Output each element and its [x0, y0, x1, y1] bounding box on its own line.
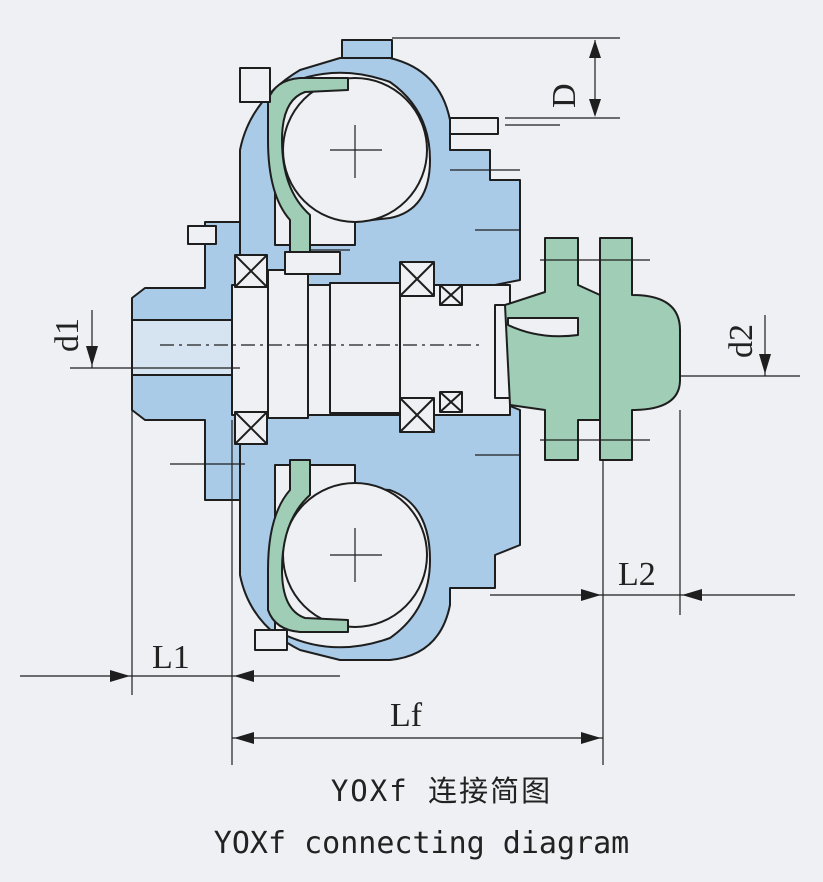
bearing-right-bottom	[399, 397, 435, 433]
fill-plug-top	[341, 39, 393, 59]
caption-chinese: YOXf 连接简图	[330, 774, 553, 808]
arrow-l1-right	[234, 670, 254, 682]
arrow-d-top	[589, 40, 601, 58]
coupling-left-half	[504, 237, 601, 461]
bolt-top	[239, 67, 271, 103]
shaft-collar	[267, 269, 309, 419]
label-d1: d1	[49, 318, 86, 352]
bolt-bottom	[254, 629, 288, 651]
label-d2: d2	[723, 324, 760, 358]
label-L1: L1	[152, 639, 190, 676]
bolt-center	[284, 251, 341, 275]
arrow-l1-left	[110, 670, 130, 682]
input-bore	[131, 319, 233, 376]
coupling-key	[507, 317, 579, 338]
bearing-left-bottom	[234, 411, 268, 445]
bearing-small-bottom	[439, 391, 463, 413]
label-D: D	[546, 83, 583, 108]
caption-english: YOXf connecting diagram	[213, 826, 630, 861]
bearing-right-top	[399, 261, 435, 297]
arrow-lf-left	[234, 732, 254, 744]
bearing-small-top	[439, 284, 463, 306]
bearing-left-top	[234, 254, 268, 288]
shaft-core	[329, 282, 401, 414]
arrow-d2	[759, 354, 771, 374]
label-L2: L2	[618, 556, 656, 593]
fill-plug-right	[449, 117, 499, 135]
bolt-left	[187, 225, 217, 245]
label-Lf: Lf	[390, 697, 423, 734]
arrow-d-bottom	[589, 99, 601, 117]
upper-blade	[267, 77, 349, 253]
arrow-l2-left	[581, 589, 601, 601]
arrow-lf-right	[581, 732, 601, 744]
coupling-right-half	[599, 237, 681, 461]
arrow-d1	[86, 346, 98, 366]
arrow-l2-right	[682, 589, 702, 601]
lower-blade	[267, 459, 349, 633]
